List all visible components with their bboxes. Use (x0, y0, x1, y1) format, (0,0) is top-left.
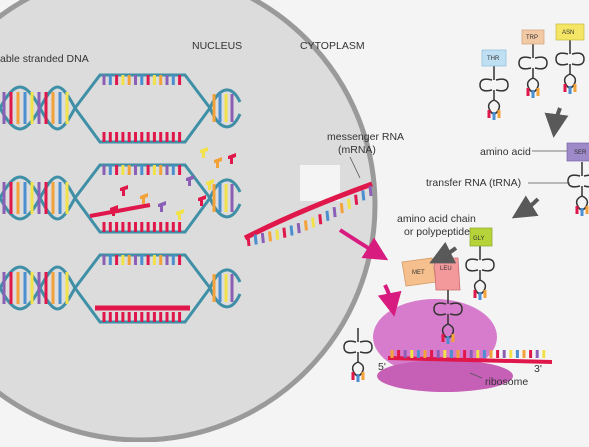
gly-amino-acid: GLY (469, 227, 493, 247)
svg-text:TRP: TRP (526, 35, 538, 41)
ser-amino-acid: SER (566, 142, 589, 162)
trna-gly (465, 246, 495, 300)
mrna-base (354, 194, 359, 205)
free-nucleotide (198, 195, 206, 206)
mrna-base (311, 217, 316, 228)
mrna-base (303, 220, 308, 231)
svg-text:GLY: GLY (473, 236, 485, 242)
three-prime-label: 3' (534, 363, 542, 375)
amino-acid-label: amino acid (480, 146, 531, 158)
mrna-strand (243, 181, 373, 247)
free-nucleotide (140, 193, 148, 204)
mrna-base (253, 234, 258, 245)
svg-text:THR: THR (487, 56, 500, 62)
free-nucleotide (120, 185, 128, 196)
dna-bottom (0, 253, 242, 324)
free-nucleotide (228, 153, 236, 164)
svg-text:ASN: ASN (562, 30, 574, 36)
cytoplasm-label: CYTOPLASM (300, 40, 365, 52)
mrna-base (246, 235, 251, 247)
chain-label-line2: or polypeptide (404, 226, 470, 238)
ribosome-label: ribosome (485, 376, 528, 388)
mrna-label-line1: messenger RNA (327, 131, 404, 143)
ribosome-mrna-strand (387, 350, 553, 364)
dna-replication-top (0, 73, 242, 144)
mrna-backbone (387, 356, 553, 364)
arrow-gly-to-ribosome (429, 241, 458, 264)
mrna-base (339, 203, 344, 214)
mrna-base (289, 225, 294, 236)
dna-transcription-middle (0, 163, 242, 234)
arrow-mrna-to-ribosome (338, 228, 389, 261)
svg-text:LEU: LEU (440, 266, 452, 272)
thr-amino-acid: THR (481, 49, 507, 67)
met-amino-acid: MET (401, 257, 437, 287)
trna-asn (555, 40, 585, 94)
dna-label: able stranded DNA (0, 53, 89, 65)
trna-label: transfer RNA (tRNA) (426, 177, 521, 189)
mrna-base (296, 222, 301, 234)
free-nucleotide (200, 147, 208, 158)
free-nucleotide (186, 175, 194, 186)
nuclear-pore (300, 165, 340, 201)
five-prime-label: 5' (378, 361, 386, 373)
mrna-base (282, 227, 287, 238)
chain-label-line1: amino acid chain (397, 213, 476, 225)
mrna-base (368, 185, 373, 197)
asn-amino-acid: ASN (555, 23, 585, 41)
rna-strand (89, 203, 151, 218)
free-nucleotide (206, 179, 214, 190)
free-nucleotide (214, 157, 222, 168)
trna-trp (518, 44, 548, 98)
trp-amino-acid: TRP (521, 29, 545, 45)
mrna-label-line2: (mRNA) (338, 144, 376, 156)
nucleus (0, 0, 378, 443)
arrow-trna-to-gly (511, 195, 540, 219)
mrna-base (361, 190, 366, 201)
free-nucleotide (110, 205, 118, 216)
arrow-ribosome-assembly (377, 284, 402, 317)
mrna-base (346, 198, 351, 210)
leu-amino-acid: LEU (433, 257, 461, 291)
mrna-base (268, 231, 273, 242)
trna-thr (479, 66, 509, 120)
mrna-base (318, 214, 323, 225)
svg-text:SER: SER (574, 150, 587, 156)
mrna-base (325, 210, 330, 221)
nucleus-label: NUCLEUS (192, 40, 242, 52)
free-nucleotide (158, 201, 166, 212)
mrna-base (332, 206, 337, 218)
mrna-base (260, 232, 265, 244)
free-nucleotides (110, 147, 236, 220)
mrna-base (275, 229, 280, 240)
arrow-trna-to-amino (544, 107, 569, 138)
free-nucleotide (176, 209, 184, 220)
trna-free (343, 328, 373, 382)
mrna-backbone (243, 181, 373, 241)
trna-ser (567, 162, 589, 216)
svg-text:MET: MET (412, 270, 425, 276)
trna-leu (433, 290, 463, 344)
